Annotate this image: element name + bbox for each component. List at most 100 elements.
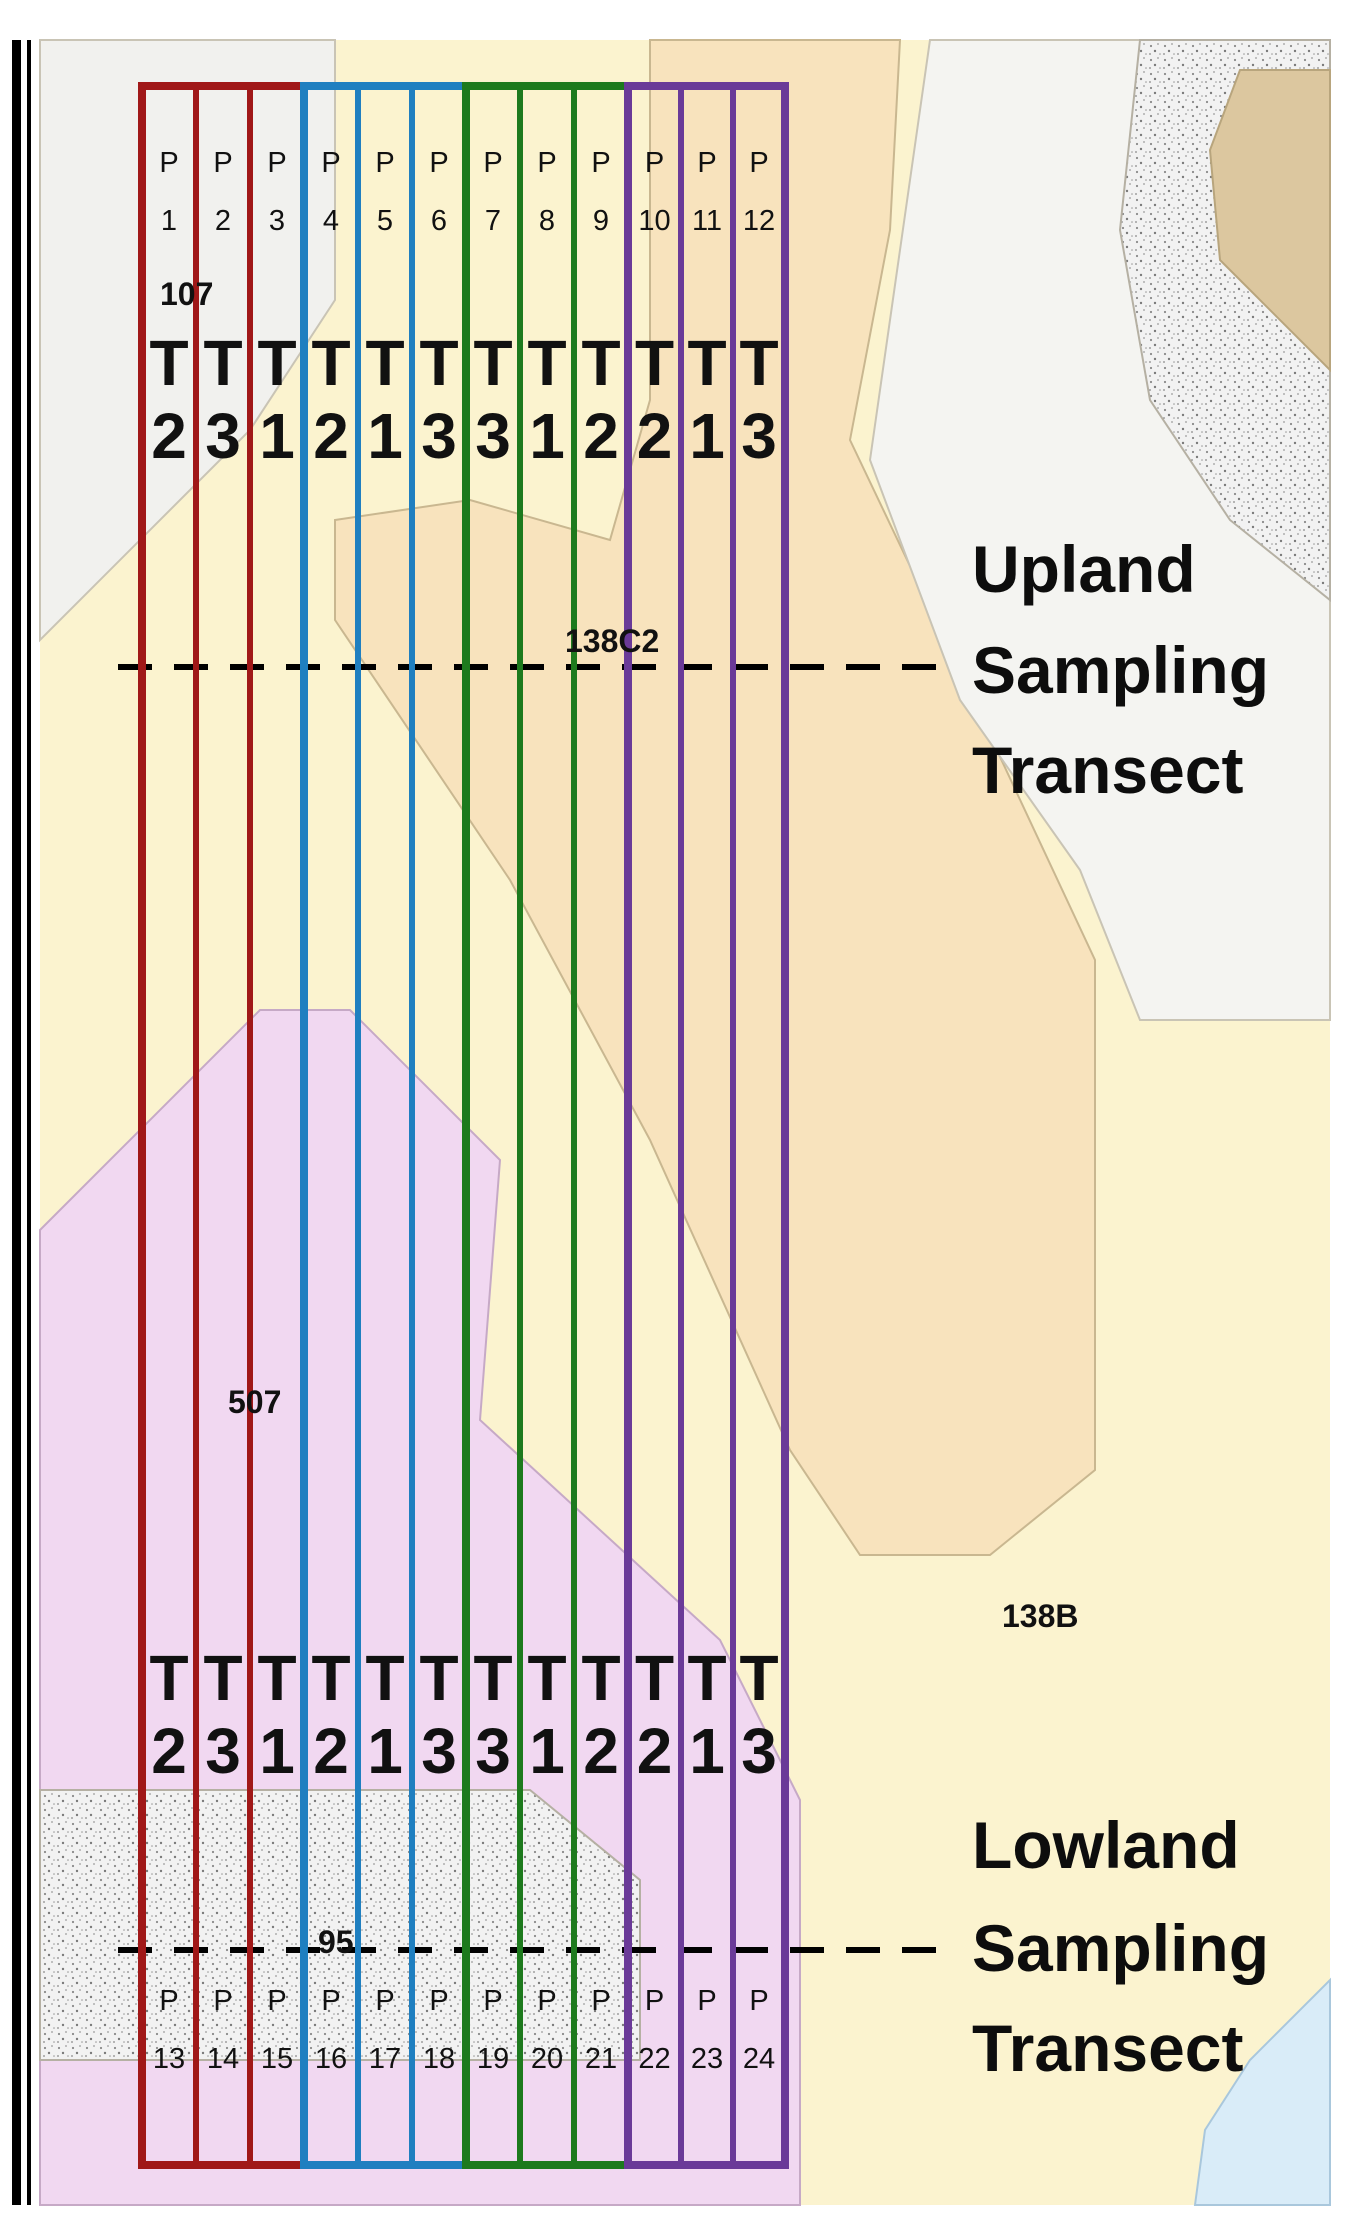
treatment-letter-lower-3: T (257, 1642, 296, 1714)
plot-label-p-bottom-4: P (321, 1985, 340, 2017)
plot-label-p-top-2: P (213, 147, 232, 179)
plot-number-top-6: 6 (431, 205, 447, 237)
plot-label-p-top-8: P (537, 147, 556, 179)
treatment-number-lower-12: 3 (741, 1715, 777, 1787)
treatment-letter-lower-10: T (635, 1642, 674, 1714)
treatment-letter-lower-11: T (687, 1642, 726, 1714)
map-unit-label-507: 507 (228, 1384, 281, 1420)
plot-number-top-5: 5 (377, 205, 393, 237)
plot-number-bottom-9: 21 (585, 2043, 617, 2075)
plot-strips (138, 82, 789, 2169)
treatment-letter-lower-12: T (739, 1642, 778, 1714)
plot-label-p-top-4: P (321, 147, 340, 179)
plot-label-p-top-5: P (375, 147, 394, 179)
treatment-letter-upper-10: T (635, 327, 674, 399)
treatment-number-upper-11: 1 (689, 400, 725, 472)
treatment-letter-upper-2: T (203, 327, 242, 399)
plot-number-bottom-7: 19 (477, 2043, 509, 2075)
treatment-letter-upper-8: T (527, 327, 566, 399)
plot-number-bottom-4: 16 (315, 2043, 347, 2075)
plot-label-p-top-6: P (429, 147, 448, 179)
block-outline-4 (624, 82, 789, 2169)
plot-label-p-bottom-7: P (483, 1985, 502, 2017)
plot-number-top-1: 1 (161, 205, 177, 237)
plot-label-p-top-10: P (645, 147, 664, 179)
plot-number-top-8: 8 (539, 205, 555, 237)
treatment-letter-lower-7: T (473, 1642, 512, 1714)
plot-number-top-11: 11 (692, 205, 722, 237)
road-line-outer (12, 40, 21, 2205)
lowland-transect-label-line3: Transect (972, 2011, 1243, 2085)
treatment-number-upper-12: 3 (741, 400, 777, 472)
treatment-number-upper-9: 2 (583, 400, 619, 472)
plot-number-bottom-8: 20 (531, 2043, 563, 2075)
plot-number-top-4: 4 (323, 205, 339, 237)
treatment-number-lower-6: 3 (421, 1715, 457, 1787)
treatment-number-lower-9: 2 (583, 1715, 619, 1787)
treatment-number-upper-3: 1 (259, 400, 295, 472)
plot-number-bottom-3: 15 (261, 2043, 293, 2075)
treatment-number-lower-2: 3 (205, 1715, 241, 1787)
plot-number-top-3: 3 (269, 205, 285, 237)
treatment-number-upper-5: 1 (367, 400, 403, 472)
plot-number-top-12: 12 (743, 205, 775, 237)
plot-number-bottom-6: 18 (423, 2043, 455, 2075)
treatment-number-lower-7: 3 (475, 1715, 511, 1787)
treatment-number-upper-6: 3 (421, 400, 457, 472)
plot-label-p-top-7: P (483, 147, 502, 179)
plot-label-p-bottom-2: P (213, 1985, 232, 2017)
treatment-number-upper-7: 3 (475, 400, 511, 472)
treatment-letter-upper-12: T (739, 327, 778, 399)
plot-number-bottom-2: 14 (207, 2043, 239, 2075)
lowland-transect-label-line2: Sampling (972, 1911, 1269, 1985)
plot-label-p-bottom-1: P (159, 1985, 178, 2017)
treatment-letter-lower-1: T (149, 1642, 188, 1714)
soil-unit-107 (39, 39, 336, 643)
plot-number-bottom-12: 24 (743, 2043, 775, 2075)
plot-label-p-bottom-6: P (429, 1985, 448, 2017)
plot-label-p-bottom-9: P (591, 1985, 610, 2017)
plot-number-bottom-5: 17 (369, 2043, 401, 2075)
map-unit-label-107: 107 (160, 276, 213, 312)
treatment-number-lower-3: 1 (259, 1715, 295, 1787)
plot-number-bottom-11: 23 (691, 2043, 723, 2075)
treatment-letter-upper-3: T (257, 327, 296, 399)
plot-label-p-bottom-3: P (267, 1985, 286, 2017)
plot-number-top-2: 2 (215, 205, 231, 237)
plot-label-p-top-3: P (267, 147, 286, 179)
plot-label-p-bottom-11: P (697, 1985, 716, 2017)
plot-number-bottom-10: 22 (638, 2043, 670, 2075)
road-line-inner (27, 40, 31, 2205)
treatment-number-lower-8: 1 (529, 1715, 565, 1787)
treatment-number-upper-4: 2 (313, 400, 349, 472)
plot-label-p-top-12: P (749, 147, 768, 179)
treatment-number-upper-2: 3 (205, 400, 241, 472)
plot-label-p-bottom-5: P (375, 1985, 394, 2017)
upland-transect-label-line3: Transect (972, 733, 1243, 807)
treatment-number-lower-1: 2 (151, 1715, 187, 1787)
treatment-letter-lower-4: T (311, 1642, 350, 1714)
treatment-number-upper-8: 1 (529, 400, 565, 472)
map-unit-label-95: 95 (318, 1924, 354, 1960)
upland-transect-label-line2: Sampling (972, 633, 1269, 707)
lowland-transect-label-line1: Lowland (972, 1808, 1240, 1882)
treatment-number-lower-11: 1 (689, 1715, 725, 1787)
plot-number-bottom-1: 13 (153, 2043, 185, 2075)
treatment-number-lower-10: 2 (637, 1715, 673, 1787)
upland-transect-label-line1: Upland (972, 532, 1196, 606)
treatment-letter-upper-1: T (149, 327, 188, 399)
treatment-letter-upper-6: T (419, 327, 458, 399)
plot-label-p-top-11: P (697, 147, 716, 179)
treatment-letter-lower-9: T (581, 1642, 620, 1714)
plot-number-top-10: 10 (638, 205, 670, 237)
plot-label-p-bottom-8: P (537, 1985, 556, 2017)
map-unit-label-138C2: 138C2 (565, 623, 659, 659)
plot-labels: P1T2T2P13P2T3T3P14P3T1T1P15P4T2T2P16P5T1… (149, 147, 778, 2075)
treatment-number-lower-5: 1 (367, 1715, 403, 1787)
treatment-letter-lower-8: T (527, 1642, 566, 1714)
treatment-number-lower-4: 2 (313, 1715, 349, 1787)
treatment-number-upper-1: 2 (151, 400, 187, 472)
treatment-number-upper-10: 2 (637, 400, 673, 472)
plot-label-p-top-9: P (591, 147, 610, 179)
